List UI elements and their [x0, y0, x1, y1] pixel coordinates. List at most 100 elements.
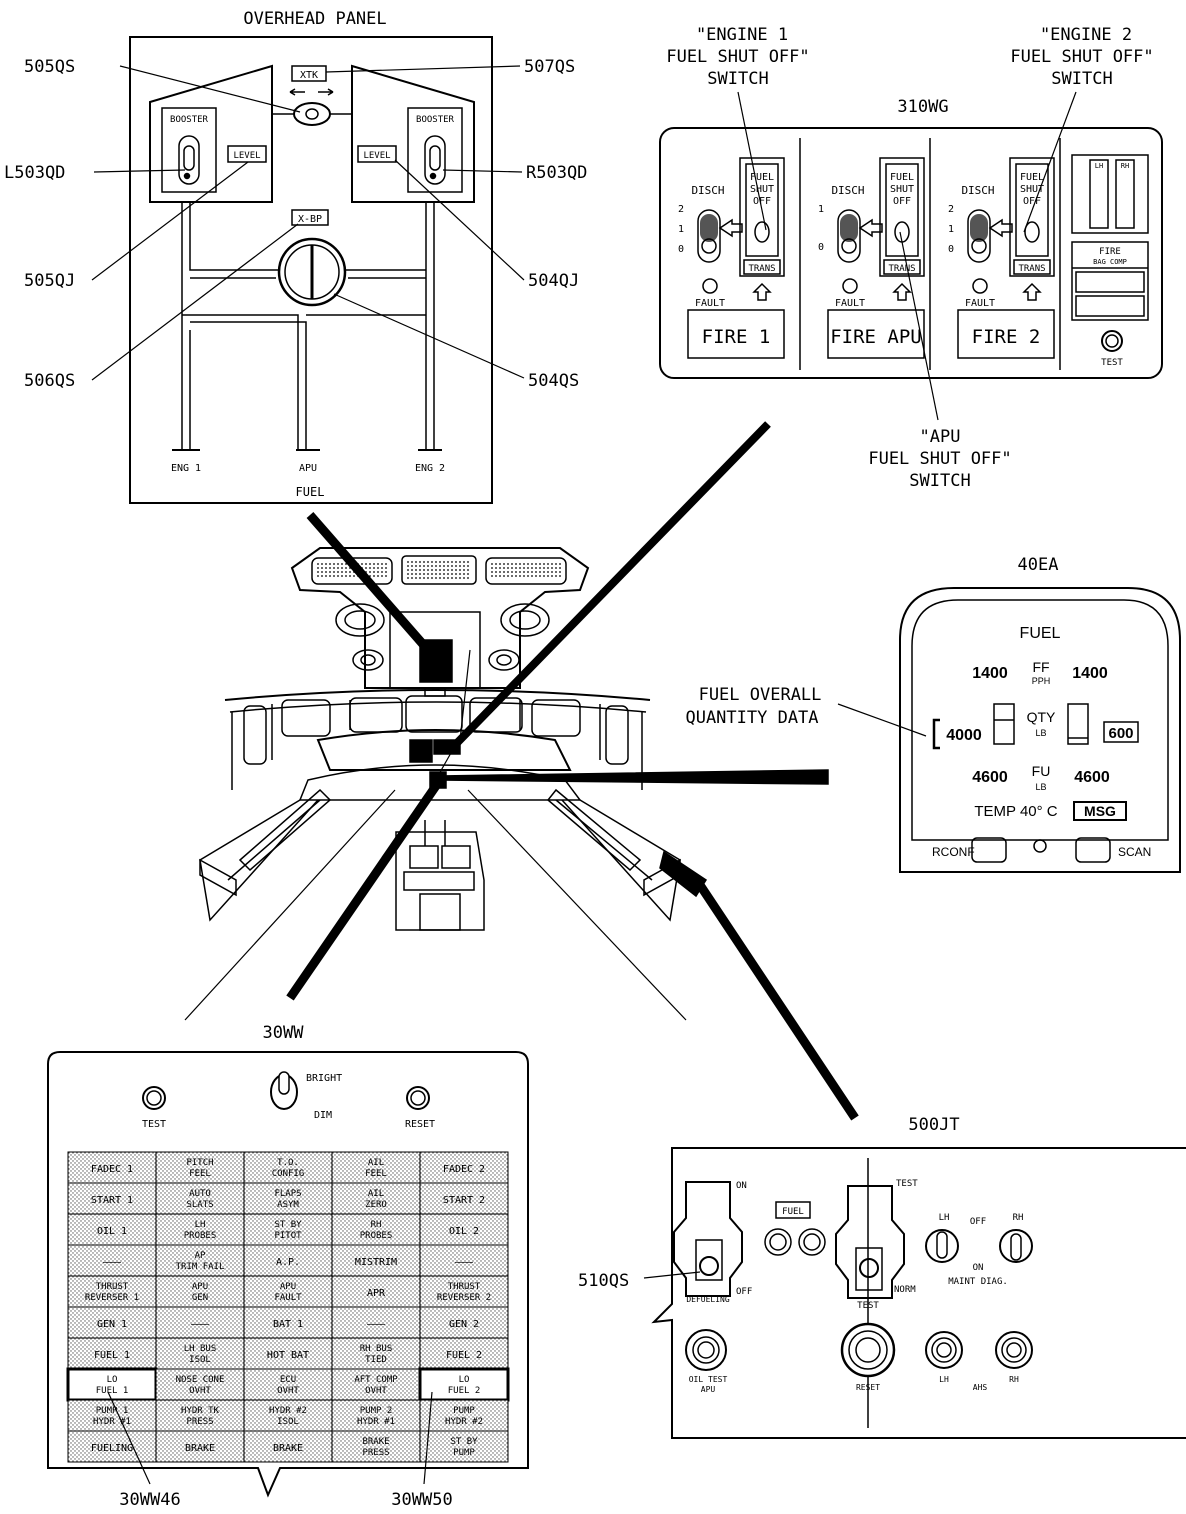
- maint-diag-lh-toggle[interactable]: [925, 1229, 959, 1263]
- annunciator-cell: FUEL 2: [419, 1337, 509, 1370]
- annunciator-cell-label: FLAPS: [274, 1189, 301, 1199]
- callout-30ww50: 30WW50: [391, 1490, 452, 1509]
- annunciator-cell-label: FAULT: [274, 1293, 302, 1303]
- qty-right-box: [1103, 721, 1139, 743]
- fire-label: FIRE 2: [972, 326, 1041, 348]
- fire-bag-comp-annunciator: [1071, 241, 1149, 321]
- fuel-light-label-box: [775, 1201, 811, 1219]
- fire-label: FIRE APU: [830, 326, 922, 348]
- annunciator-cell-label: OVHT: [365, 1386, 387, 1396]
- fire-label: FIRE 1: [702, 326, 771, 348]
- maint-on-label: ON: [973, 1263, 984, 1273]
- trans-label: TRANS: [748, 264, 775, 274]
- ahs-lh-button[interactable]: [925, 1331, 963, 1369]
- qty-label: QTY: [1027, 709, 1056, 725]
- annunciator-cell-label: PUMP 2: [360, 1406, 393, 1416]
- maint-diag-rh-toggle[interactable]: [999, 1229, 1033, 1263]
- annunciator-cell-label: TRIM FAIL: [176, 1262, 225, 1272]
- disch-label: DISCH: [831, 184, 864, 197]
- annunciator-cell-label: HYDR #1: [93, 1417, 131, 1427]
- fire-test-button[interactable]: [1101, 330, 1123, 352]
- callout-30ww46: 30WW46: [119, 1490, 180, 1509]
- booster-switch-right[interactable]: [424, 135, 446, 185]
- annunciator-cell-label: ISOL: [277, 1417, 299, 1427]
- ff-unit: PPH: [1032, 676, 1051, 686]
- annunciator-cell-label: PITOT: [274, 1231, 302, 1241]
- annunciator-cell-label: T.O.: [277, 1158, 299, 1168]
- callout-510qs: 510QS: [578, 1271, 629, 1291]
- oil-test-apu-button[interactable]: [685, 1329, 727, 1371]
- annunciator-cell-label: ZERO: [365, 1200, 387, 1210]
- disch-switch-eng2[interactable]: [967, 209, 991, 263]
- overhead-panel-location: [419, 639, 453, 683]
- ahs-rh-button[interactable]: [995, 1331, 1033, 1369]
- annunciator-cell-label: PUMP 1: [96, 1406, 129, 1416]
- annunciator-cell-label: GEN 2: [449, 1319, 479, 1330]
- annunciator-cell-label: HOT BAT: [267, 1350, 309, 1361]
- fire-button-eng2[interactable]: FIRE 2: [957, 309, 1055, 359]
- annunciator-cell-label: ISOL: [189, 1355, 211, 1365]
- svg-text:OFF: OFF: [1023, 196, 1041, 207]
- annunciator-cell-label: FADEC 1: [91, 1164, 133, 1175]
- fire-test-label: TEST: [1101, 358, 1123, 368]
- trans-label: TRANS: [1018, 264, 1045, 274]
- defueling-off-label: OFF: [736, 1287, 752, 1297]
- maint-reset-button[interactable]: [840, 1322, 896, 1378]
- fu-unit: LB: [1035, 782, 1046, 792]
- rconf-button[interactable]: [971, 837, 1007, 863]
- fire-button-eng1[interactable]: FIRE 1: [687, 309, 785, 359]
- annunciator-cell-label: FEEL: [189, 1169, 211, 1179]
- defueling-switch-510qs[interactable]: [673, 1181, 743, 1297]
- qty-left-value: 4000: [946, 727, 982, 744]
- callout-507qs: 507QS: [524, 57, 575, 77]
- ff-left-value: 1400: [972, 665, 1008, 682]
- callout-504qj: 504QJ: [528, 271, 579, 291]
- oil-test-label: OIL TEST: [689, 1375, 728, 1384]
- test-norm-switch[interactable]: [835, 1185, 905, 1299]
- booster-switch-left[interactable]: [178, 135, 200, 185]
- test-switch-test-label: TEST: [896, 1179, 918, 1189]
- xtk-label: XTK: [300, 70, 318, 81]
- svg-text:SHUT: SHUT: [890, 184, 914, 195]
- crossbleed-valve-504qs[interactable]: [277, 237, 347, 307]
- annunciator-test-label: TEST: [142, 1119, 166, 1130]
- apu-label: APU: [299, 463, 317, 474]
- annunciator-test-button[interactable]: [142, 1086, 166, 1110]
- annunciator-cell-label: START 1: [91, 1195, 133, 1206]
- fire-button-apu[interactable]: FIRE APU: [827, 309, 925, 359]
- disch-label: DISCH: [961, 184, 994, 197]
- fault-light: [972, 278, 988, 294]
- svg-text:FUEL: FUEL: [1020, 172, 1044, 183]
- annunciator-reset-button[interactable]: [406, 1086, 430, 1110]
- fu-right-value: 4600: [1074, 769, 1110, 786]
- disch-tick: 0: [818, 242, 824, 253]
- qty-left-gauge: [993, 703, 1015, 745]
- annunciator-cell-label: LO: [107, 1375, 118, 1385]
- annunciator-cell-label: OIL 1: [97, 1226, 127, 1237]
- wheel-ovht-annunciators: [1071, 154, 1149, 234]
- scan-button[interactable]: [1075, 837, 1111, 863]
- maintenance-panel-500jt: 500JT ON OFF DEFUELING 510QS FUEL TEST N…: [578, 1115, 1186, 1439]
- maint-rh-label: RH: [1013, 1213, 1024, 1223]
- rh-wheel-label: RH: [1121, 162, 1129, 170]
- svg-text:FUEL: FUEL: [750, 172, 774, 183]
- disch-switch-eng1[interactable]: [697, 209, 721, 263]
- xbp-indicator: [291, 209, 329, 226]
- annunciator-cell-label: BRAKE: [273, 1443, 303, 1454]
- disch-tick: 1: [948, 224, 954, 235]
- disch-switch-apu[interactable]: [837, 209, 861, 263]
- crossfeed-valve-505qs[interactable]: [293, 102, 331, 126]
- annunciator-cell-label: OIL 2: [449, 1226, 479, 1237]
- eng1-label: ENG 1: [171, 463, 201, 474]
- annunciator-cell-label: ———: [191, 1319, 210, 1330]
- callout-l503qd: L503QD: [4, 163, 65, 183]
- brightness-toggle[interactable]: [270, 1071, 298, 1110]
